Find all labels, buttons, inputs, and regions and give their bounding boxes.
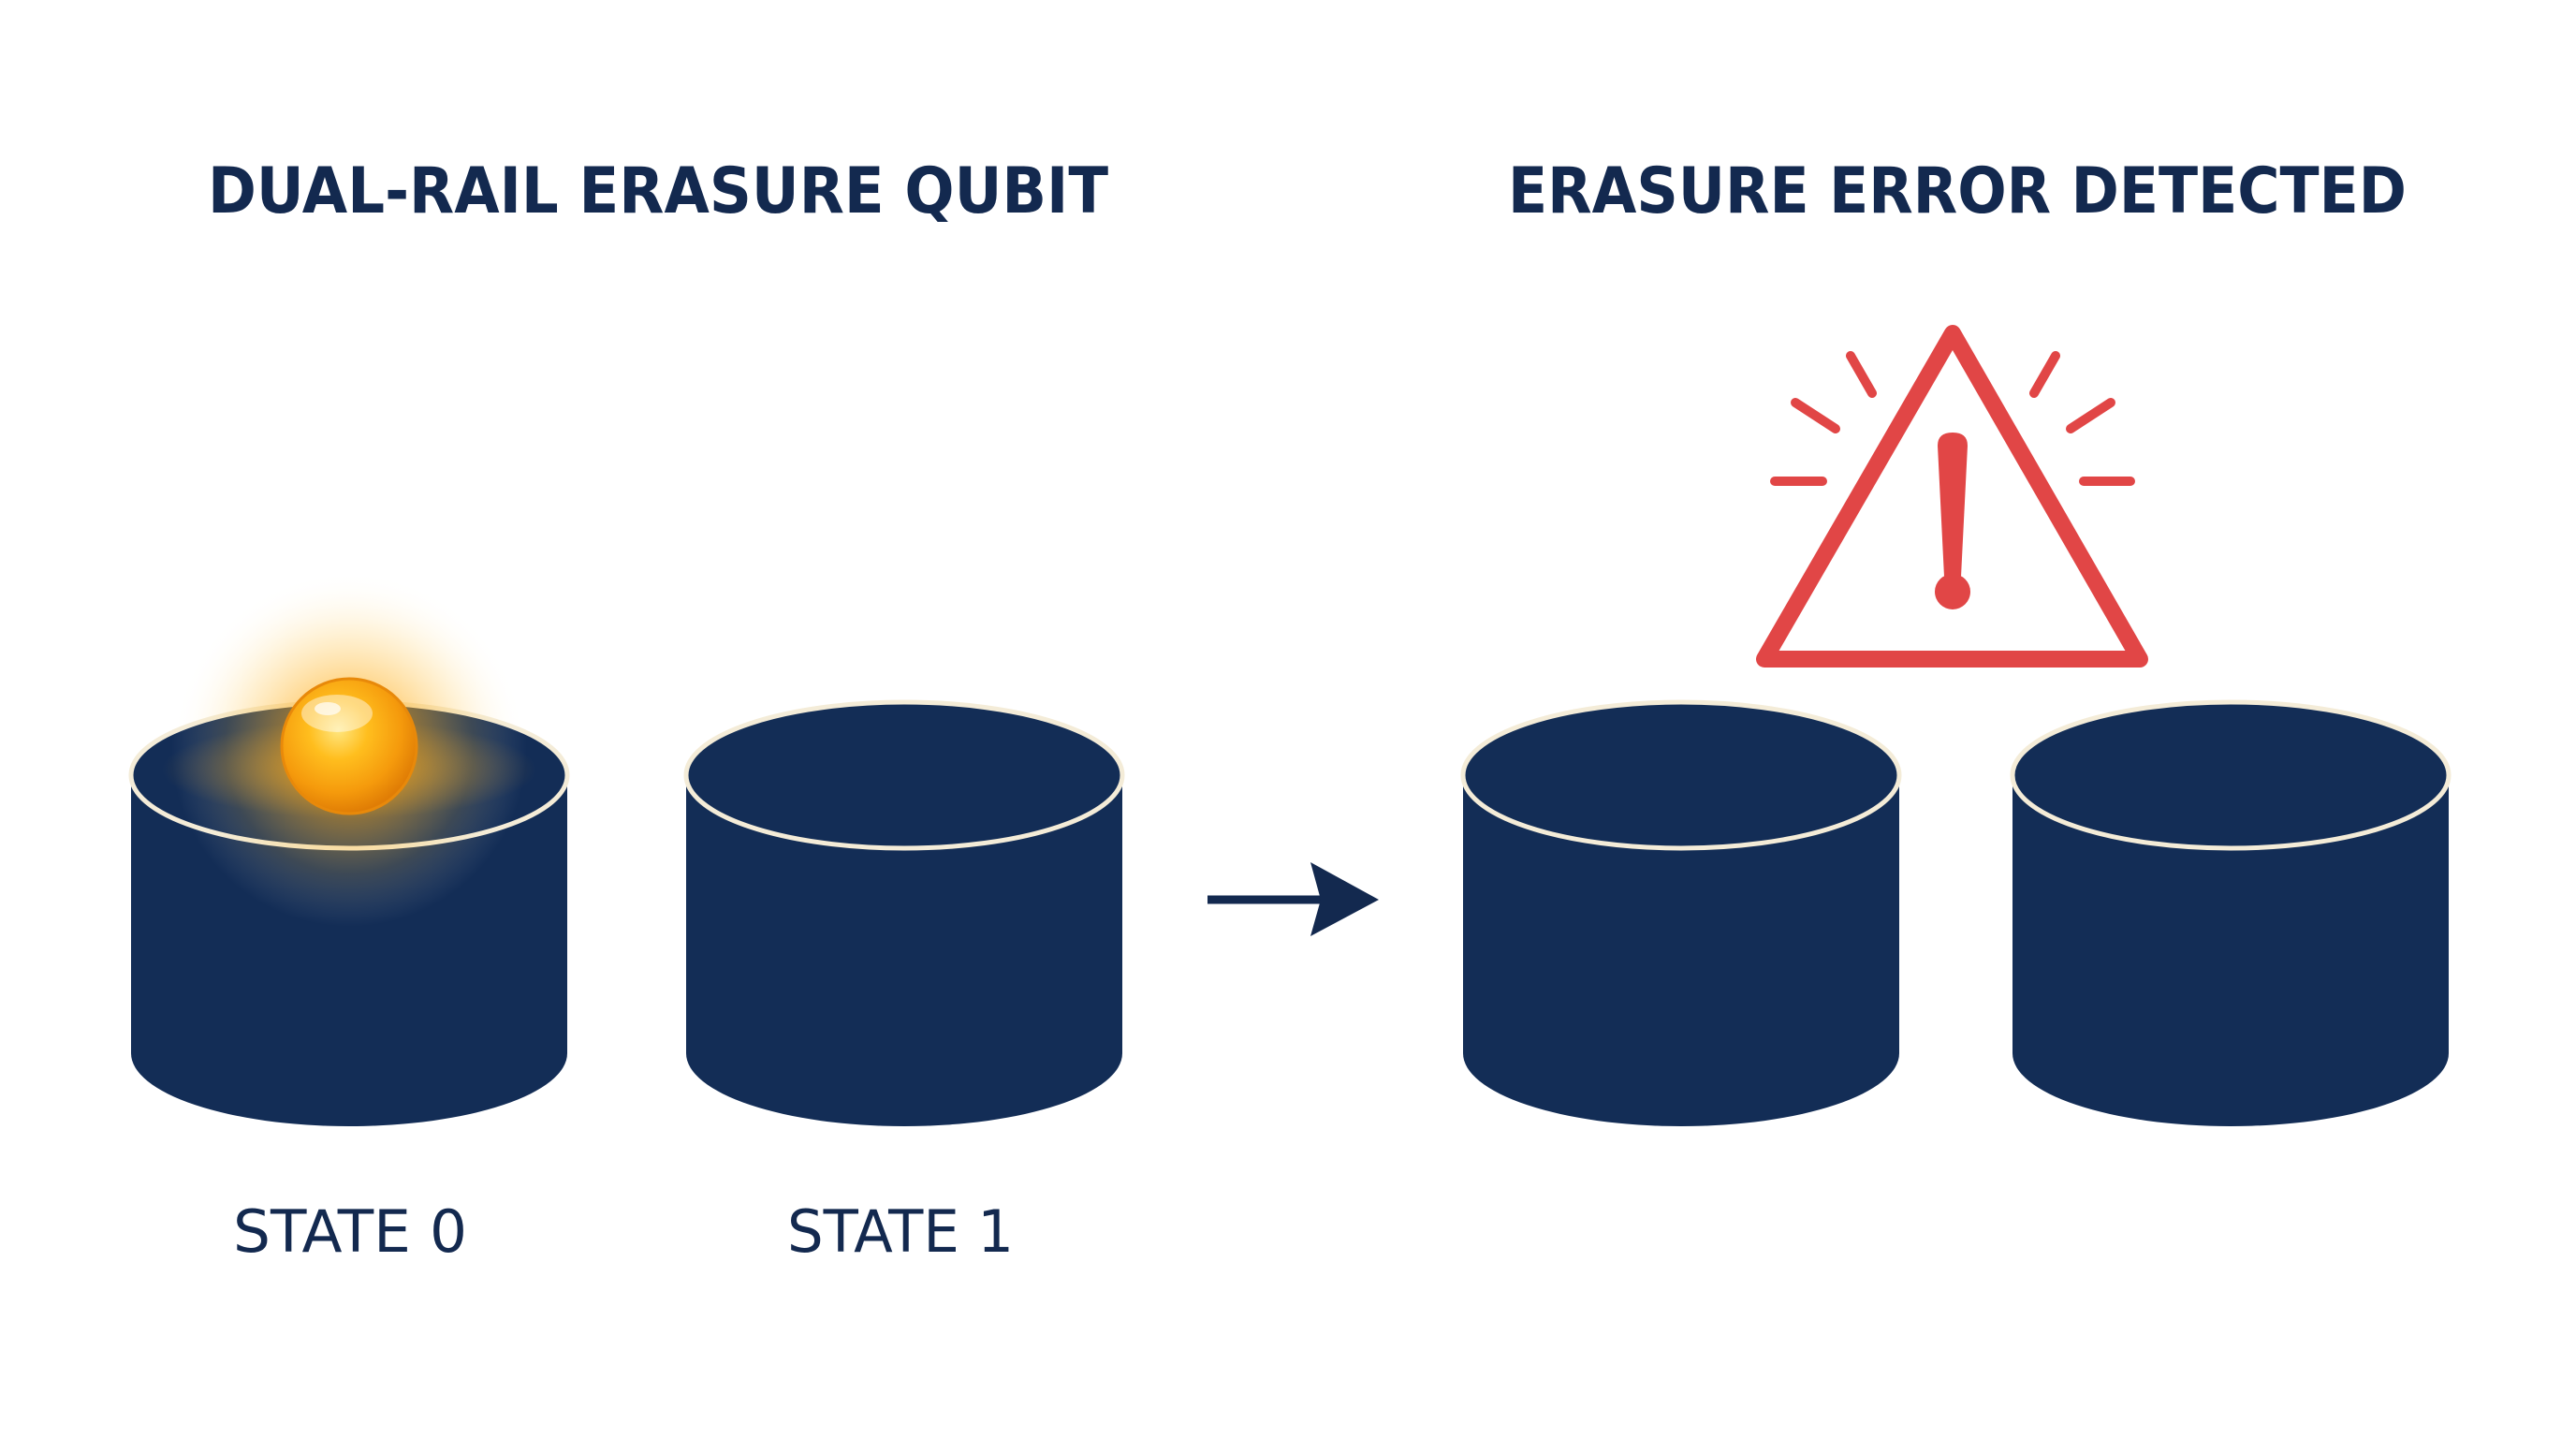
erased-cylinder-left — [1460, 699, 1902, 1126]
rail-cylinder-state-1 — [683, 699, 1125, 1126]
photon-icon — [171, 571, 527, 927]
left-title: DUAL-RAIL ERASURE QUBIT — [208, 154, 1109, 228]
alert-rays-icon — [1770, 351, 2135, 486]
warning-icon — [1756, 325, 2148, 668]
erased-cylinder-right — [2010, 699, 2452, 1126]
right-title: ERASURE ERROR DETECTED — [1508, 154, 2407, 228]
state-0-label: STATE 0 — [233, 1197, 467, 1266]
warning-exclamation-dot — [1935, 574, 1970, 609]
right-arrow-icon — [1208, 862, 1379, 936]
state-1-label: STATE 1 — [787, 1197, 1014, 1266]
